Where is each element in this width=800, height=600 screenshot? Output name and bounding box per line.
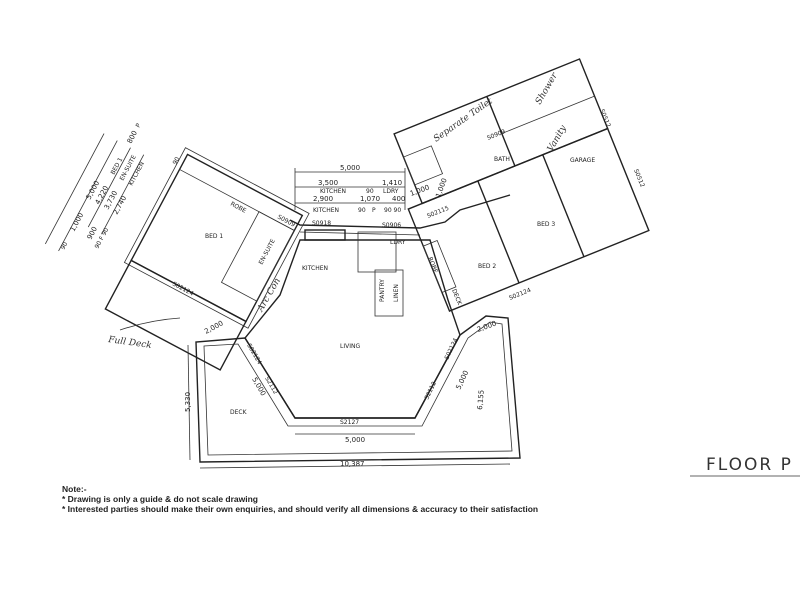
- dim-kitchen-a-label: KITCHEN: [320, 188, 346, 195]
- room-linen: LINEN: [393, 284, 400, 302]
- room-bed3: BED 3: [537, 221, 555, 228]
- dim-deck-inner: 5,000: [345, 436, 365, 444]
- window-label: S0909: [486, 128, 506, 142]
- dim-p-label: P: [372, 207, 376, 214]
- dim-9090: 90 90: [384, 207, 401, 214]
- deck-inner-edge: [203, 321, 513, 456]
- dim-gap2: 90: [358, 207, 366, 214]
- sink-icon: [304, 229, 346, 241]
- bedrooms-wing: [393, 58, 650, 312]
- window-label: S0906: [382, 222, 401, 229]
- dim-left-1000: 1,000: [69, 211, 85, 232]
- room-pantry: PANTRY: [379, 279, 386, 302]
- room-robe2: ROBE: [426, 256, 439, 274]
- room-bed1: BED 1: [205, 233, 223, 240]
- pantry-area: [374, 269, 404, 317]
- dim-kitchen-b: 2,900: [313, 195, 333, 203]
- dim-deck-2000a: 2,000: [203, 319, 224, 335]
- dim-left-p: 800: [126, 129, 139, 145]
- room-ensuite: EN-SUITE: [258, 238, 277, 266]
- dim-deck-left: 5,330: [184, 392, 192, 412]
- note-separate-toilet: Separate Toilet: [432, 96, 495, 144]
- window-label: S0512: [632, 168, 646, 188]
- notes-heading: Note:-: [62, 484, 87, 494]
- dim-gap1: 90: [366, 188, 374, 195]
- dim-ldry-label: LDRY: [383, 188, 399, 195]
- living-area: [244, 239, 461, 419]
- bed1-wing: [104, 147, 310, 371]
- window-label: S0512: [598, 108, 612, 128]
- dim-deck-bottom: 10,387: [340, 460, 365, 468]
- window-label: S0918: [312, 220, 331, 227]
- drawing-title: FLOOR P: [706, 455, 793, 475]
- room-ldry: LDRY: [390, 239, 406, 246]
- note-line: * Drawing is only a guide & do not scale…: [62, 494, 259, 504]
- note-full-deck: Full Deck: [107, 335, 153, 351]
- notes-block: Note:- * Drawing is only a guide & do no…: [62, 484, 542, 514]
- dim-left-p-label: P: [135, 122, 143, 129]
- room-robe1: ROBE: [229, 201, 247, 215]
- dim-deck-right: 6,155: [476, 390, 486, 411]
- left-dimension-lines: [44, 133, 145, 252]
- room-kitchen: KITCHEN: [302, 265, 328, 272]
- room-living: LIVING: [340, 343, 360, 350]
- dim-ldry: 1,410: [382, 179, 402, 187]
- window-label: S02124: [508, 287, 532, 302]
- dim-1000b: 1,000: [434, 177, 448, 199]
- dim-p: 1,070: [360, 195, 380, 203]
- dim-kitchen-b-label: KITCHEN: [313, 207, 339, 214]
- deck-left-dim: [187, 344, 191, 461]
- room-bath: BATH: [494, 156, 510, 163]
- room-bed2: BED 2: [478, 263, 496, 270]
- window-label: S2127: [340, 419, 359, 426]
- top-dimension-lines: [294, 168, 406, 210]
- dim-left-90a: 90: [60, 241, 70, 251]
- dim-kitchen-a: 3,500: [318, 179, 338, 187]
- deck-bottom-dim: [199, 463, 511, 469]
- room-deck: DECK: [230, 409, 248, 416]
- laundry-area: [357, 231, 397, 273]
- window-label: S2112: [423, 380, 437, 400]
- dim-total: 5,000: [340, 164, 360, 172]
- window-label: S02115: [426, 205, 450, 220]
- window-label: S02124: [443, 337, 459, 361]
- arrow-full-deck: [119, 317, 181, 331]
- kitchen-bench: [299, 231, 421, 236]
- room-deck-small: DECK: [450, 288, 463, 307]
- left-dimension-labels: 5,000 4,220 BED 1 3,730 EN-SUITE 2,740 K…: [60, 122, 182, 251]
- room-garage: GARAGE: [570, 157, 595, 164]
- dim-400: 400: [392, 195, 405, 203]
- note-line: * Interested parties should make their o…: [62, 504, 539, 514]
- window-label: S02124: [245, 343, 263, 366]
- dim-left-90b: 90: [172, 156, 182, 166]
- dim-deck-5000b: 5,000: [455, 369, 471, 391]
